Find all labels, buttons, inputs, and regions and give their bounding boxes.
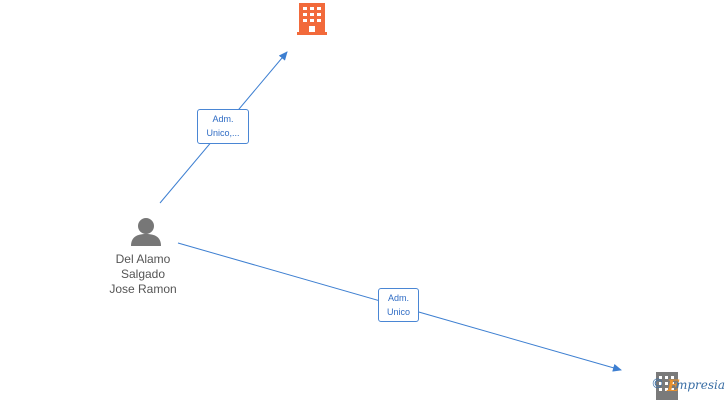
edge-label-2[interactable]: Adm. Unico — [378, 288, 419, 322]
copyright-symbol: © — [651, 377, 664, 392]
edge-label-line: Unico — [386, 307, 410, 317]
person-name-line: Jose Ramon — [109, 282, 177, 296]
edge-label-line: Adm. — [387, 293, 409, 303]
person-name-line: Del Alamo — [115, 252, 171, 266]
edge-label-line: Adm. — [212, 114, 234, 124]
building-icon[interactable] — [656, 372, 678, 400]
person-icon[interactable] — [131, 218, 161, 246]
empresia-watermark: © E mpresia — [651, 376, 726, 395]
brand-e-letter: E — [667, 376, 680, 395]
person-name[interactable]: Del Alamo Salgado Jose Ramon — [93, 252, 193, 297]
person-name-line: Salgado — [120, 267, 166, 281]
building-icon[interactable] — [297, 3, 327, 35]
edge-label-line: Unico,... — [206, 128, 240, 138]
brand-text: mpresia — [676, 378, 726, 392]
edge-label-1[interactable]: Adm. Unico,... — [197, 109, 249, 144]
